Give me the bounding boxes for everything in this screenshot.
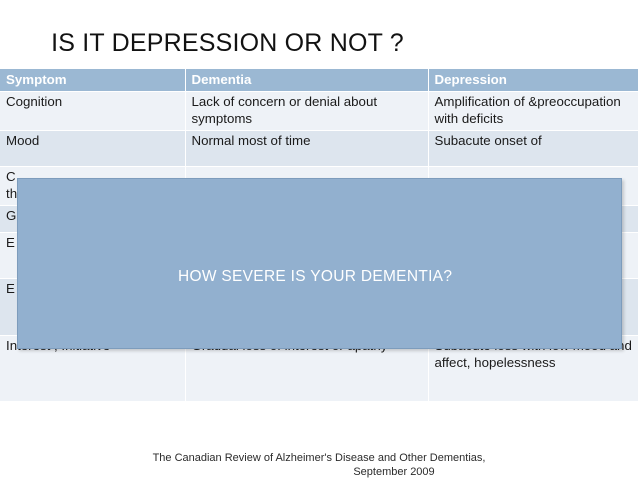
table-row: Cognition Lack of concern or denial abou… [0, 91, 638, 131]
table-header-row: Symptom Dementia Depression [0, 69, 638, 92]
cell-dementia: Normal most of time [185, 130, 429, 167]
overlay-callout-text: HOW SEVERE IS YOUR DEMENTIA? [178, 267, 453, 285]
cell-symptom-text: C [6, 169, 16, 184]
cell-depression: Amplification of &preoccupation with def… [428, 91, 638, 131]
source-citation-line1: The Canadian Review of Alzheimer's Disea… [152, 452, 486, 464]
column-header-dementia: Dementia [185, 69, 429, 92]
overlay-callout-box[interactable]: HOW SEVERE IS YOUR DEMENTIA? [17, 178, 622, 349]
source-citation-line2: September 2009 [353, 465, 435, 478]
table-row: Mood Normal most of time Subacute onset … [0, 130, 638, 167]
page-title: IS IT DEPRESSION OR NOT ? [51, 29, 404, 57]
column-header-depression: Depression [428, 69, 638, 92]
cell-dementia: Lack of concern or denial about symptoms [185, 91, 429, 131]
cell-symptom: Cognition [0, 91, 186, 131]
cell-depression: Subacute onset of [428, 130, 638, 167]
column-header-symptom: Symptom [0, 69, 186, 92]
cell-symptom: Mood [0, 130, 186, 167]
cell-symptom-text-line2: th [6, 185, 18, 201]
source-citation: The Canadian Review of Alzheimer's Disea… [0, 452, 638, 479]
